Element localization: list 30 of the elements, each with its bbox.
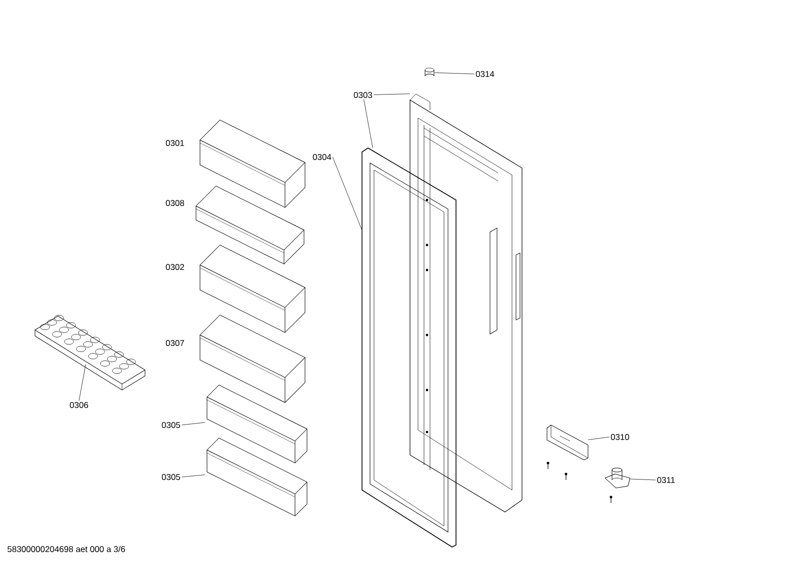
callout-number: 0310 <box>610 434 630 440</box>
hinge-drawing <box>546 424 588 460</box>
callout-number: 0307 <box>166 340 184 346</box>
leader-line <box>364 99 373 148</box>
callout-number: 0311 <box>657 477 675 483</box>
callout-number: 0305 <box>162 474 180 480</box>
door-bin-drawing <box>206 384 308 464</box>
callout-number: 0303 <box>354 92 372 98</box>
drawing-number: 58300000204698 aet 000 a 3/6 <box>8 546 125 552</box>
callout-number: 0304 <box>312 154 332 160</box>
hinge-pin-drawing <box>604 468 630 488</box>
leader-line <box>181 474 205 478</box>
leader-line <box>630 478 656 480</box>
leader-line <box>588 436 610 440</box>
callout-number: 0314 <box>476 71 494 77</box>
callout-number: 0306 <box>70 402 88 408</box>
cap-drawing <box>424 68 434 76</box>
egg-tray-drawing <box>34 315 146 390</box>
door-drawing <box>410 94 522 512</box>
door-gasket-drawing <box>362 148 456 548</box>
leader-line <box>78 364 86 401</box>
leader-line <box>332 156 362 230</box>
callout-number: 0301 <box>166 140 184 146</box>
callout-number: 0302 <box>166 264 184 270</box>
leader-line <box>373 94 410 95</box>
leader-line <box>434 72 475 74</box>
callout-number: 0305 <box>162 422 180 428</box>
door-bin-drawing <box>206 438 308 516</box>
leader-line <box>181 422 205 426</box>
callout-number: 0308 <box>166 200 184 206</box>
